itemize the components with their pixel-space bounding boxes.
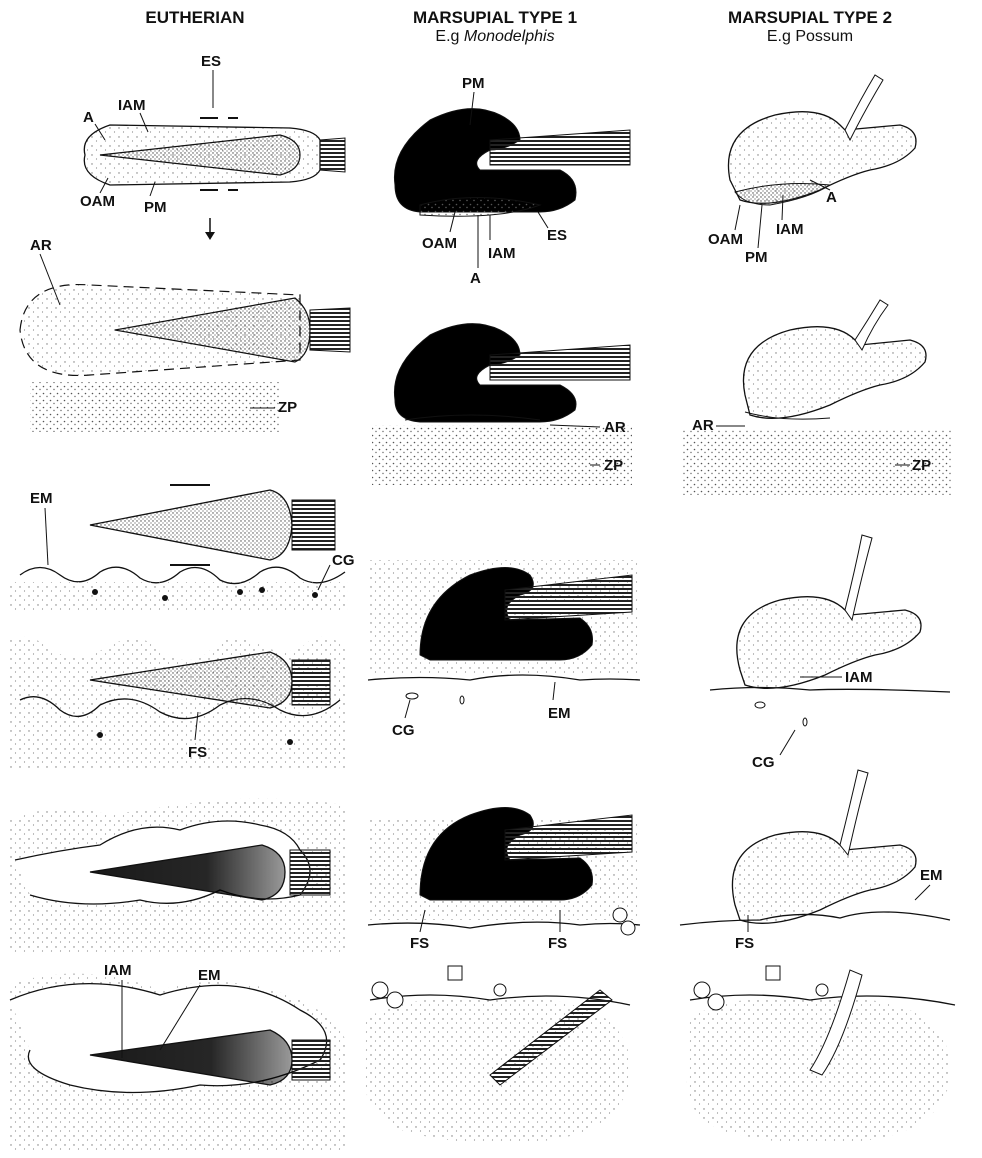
label-iam: IAM [845, 669, 873, 686]
eutherian-stage-3-sperm [8, 485, 348, 612]
label-a: A [470, 270, 481, 287]
label-pm: PM [462, 75, 485, 92]
label-oam: OAM [80, 193, 115, 210]
eutherian-stage-1-sperm [84, 118, 345, 190]
label-em: EM [30, 490, 53, 507]
label-oam: OAM [422, 235, 457, 252]
label-pm: PM [144, 199, 167, 216]
eutherian-stage-5-sperm [8, 798, 345, 955]
label-zp: ZP [604, 457, 623, 474]
eutherian-stage-2-sperm [20, 285, 350, 432]
eutherian-stage-6-sperm [8, 974, 345, 1150]
label-ar: AR [604, 419, 626, 436]
label-a: A [826, 189, 837, 206]
label-ar: AR [692, 417, 714, 434]
marsupial2-stage-1-sperm [728, 75, 916, 205]
label-es: ES [547, 227, 567, 244]
marsupial2-stage-3-sperm [710, 535, 950, 726]
label-a: A [83, 109, 94, 126]
label-em: EM [920, 867, 943, 884]
label-ar: AR [30, 237, 52, 254]
label-em: EM [198, 967, 221, 984]
label-cg: CG [392, 722, 415, 739]
label-fs: FS [410, 935, 429, 952]
label-fs: FS [188, 744, 207, 761]
label-zp: ZP [912, 457, 931, 474]
eutherian-stage-4-sperm [8, 637, 345, 770]
label-em: EM [548, 705, 571, 722]
marsupial1-stage-5-egg [364, 966, 630, 1143]
label-iam: IAM [118, 97, 146, 114]
arrowhead-icon [205, 232, 215, 240]
label-zp: ZP [278, 399, 297, 416]
label-es: ES [201, 53, 221, 70]
marsupial1-stage-4-sperm [368, 808, 640, 936]
label-fs: FS [548, 935, 567, 952]
marsupial1-stage-2-sperm [372, 324, 632, 485]
label-oam: OAM [708, 231, 743, 248]
label-cg: CG [752, 754, 775, 771]
label-fs: FS [735, 935, 754, 952]
label-iam: IAM [488, 245, 516, 262]
marsupial2-stage-4-sperm [680, 770, 950, 925]
label-iam: IAM [776, 221, 804, 238]
label-cg: CG [332, 552, 355, 569]
label-iam: IAM [104, 962, 132, 979]
marsupial1-stage-3-sperm [368, 560, 640, 704]
marsupial1-stage-1-sperm [394, 109, 630, 217]
label-pm: PM [745, 249, 768, 266]
marsupial2-stage-5-egg [687, 966, 955, 1143]
